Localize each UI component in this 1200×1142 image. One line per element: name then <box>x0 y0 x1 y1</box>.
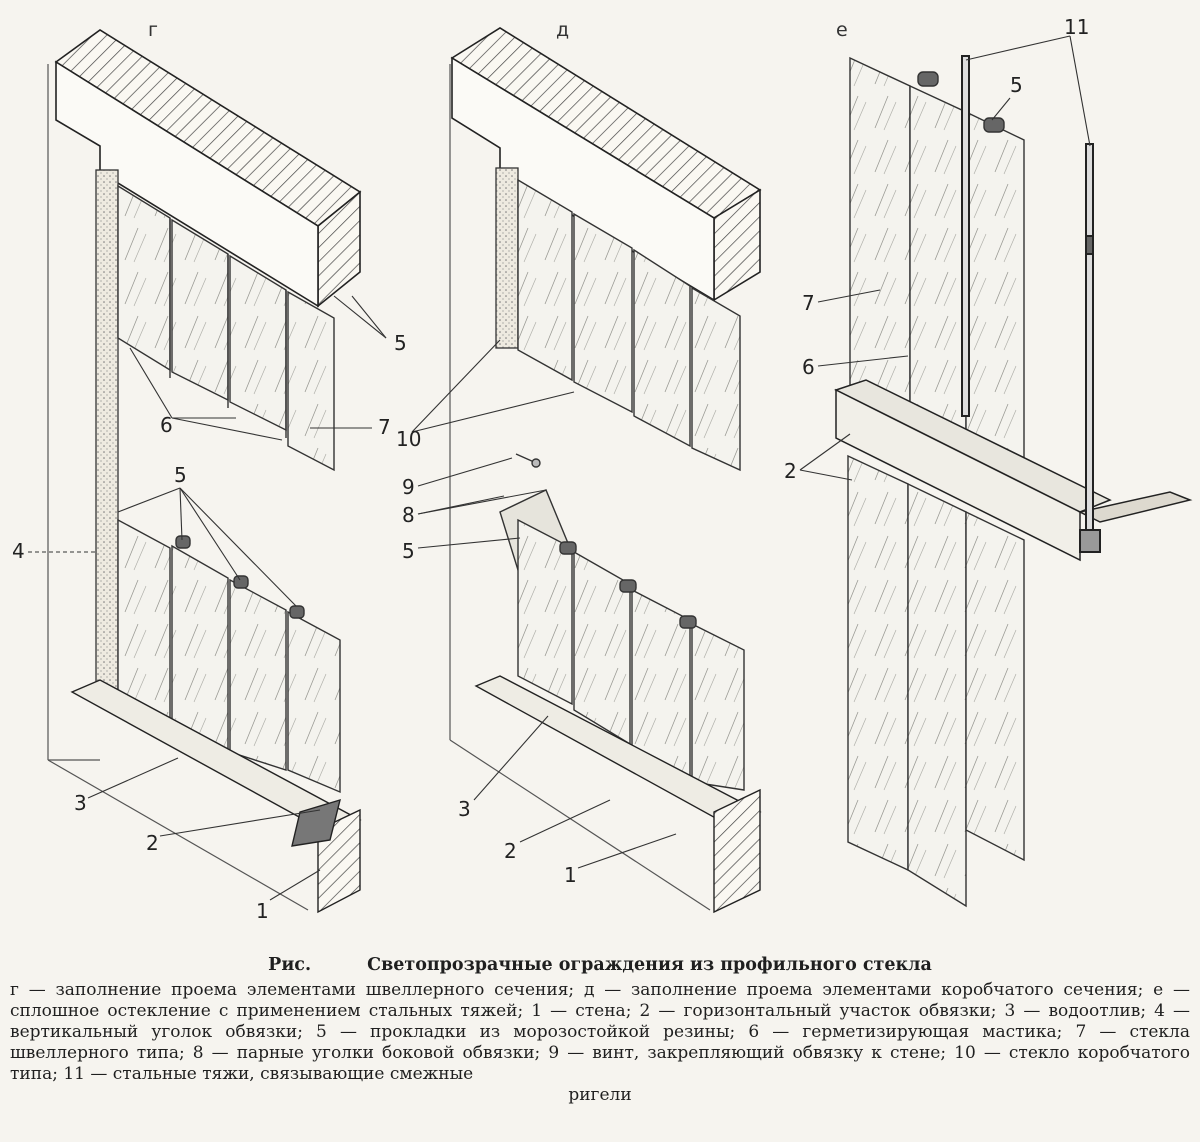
lower-box-glass-d <box>499 489 745 791</box>
callout-e-2: 2 <box>784 459 797 483</box>
upper-box-glass-d <box>517 178 741 472</box>
callout-g-5-lower: 5 <box>174 463 187 487</box>
callout-g-1: 1 <box>256 899 269 923</box>
callout-e-7: 7 <box>802 291 815 315</box>
caption-prefix: Рис. <box>268 955 312 975</box>
panel-e: е <box>834 19 1193 908</box>
screw-d <box>515 453 541 468</box>
callout-d-8: 8 <box>402 503 415 527</box>
upper-channel-glass-e <box>849 56 1025 504</box>
vertical-angle-g <box>95 169 119 691</box>
lintel-g <box>54 29 362 308</box>
lower-channel-glass-e <box>847 454 1025 908</box>
wall-g <box>47 64 309 911</box>
caption-title-text: Светопрозрачные ограждения из профильног… <box>367 955 932 975</box>
callout-e-5: 5 <box>1010 73 1023 97</box>
wall-d <box>449 64 711 911</box>
panel-letter-d: д <box>556 19 569 41</box>
callout-d-3: 3 <box>458 797 471 821</box>
callout-e-11: 11 <box>1064 15 1089 39</box>
figure-caption: Рис. Светопрозрачные ограждения из профи… <box>10 955 1190 1106</box>
sill-d <box>474 675 762 914</box>
callout-d-9: 9 <box>402 475 415 499</box>
leader-lines <box>28 35 1091 901</box>
sill-g <box>70 679 362 914</box>
caption-title: Рис. Светопрозрачные ограждения из профи… <box>10 955 1190 976</box>
callout-g-7: 7 <box>378 415 391 439</box>
callout-g-2: 2 <box>146 831 159 855</box>
lintel-d <box>450 27 762 302</box>
callout-e-6: 6 <box>802 355 815 379</box>
horizontal-rail-e <box>834 379 1193 562</box>
panel-letter-g: г <box>148 19 158 41</box>
callout-g-6: 6 <box>160 413 173 437</box>
panel-g: г <box>47 19 362 914</box>
caption-body: г — заполнение проема элементами швеллер… <box>10 980 1190 1106</box>
callout-d-2: 2 <box>504 839 517 863</box>
panel-d: д <box>449 19 762 914</box>
upper-glass-g <box>117 184 335 472</box>
caption-body-tail: ригели <box>568 1085 632 1105</box>
callout-d-10: 10 <box>396 427 421 451</box>
callout-d-5: 5 <box>402 539 415 563</box>
panel-letter-e: е <box>836 19 848 41</box>
callout-g-3: 3 <box>74 791 87 815</box>
side-frame-d <box>495 167 519 349</box>
callout-g-5: 5 <box>394 331 407 355</box>
callout-numbers: 5 6 7 5 4 3 2 1 10 9 8 5 3 2 1 11 5 7 6 … <box>12 15 1089 923</box>
callout-g-4: 4 <box>12 539 25 563</box>
callout-d-1: 1 <box>564 863 577 887</box>
technical-drawing: г <box>12 15 1193 923</box>
caption-body-text: г — заполнение проема элементами швеллер… <box>10 980 1190 1084</box>
lower-glass-g <box>117 518 341 794</box>
